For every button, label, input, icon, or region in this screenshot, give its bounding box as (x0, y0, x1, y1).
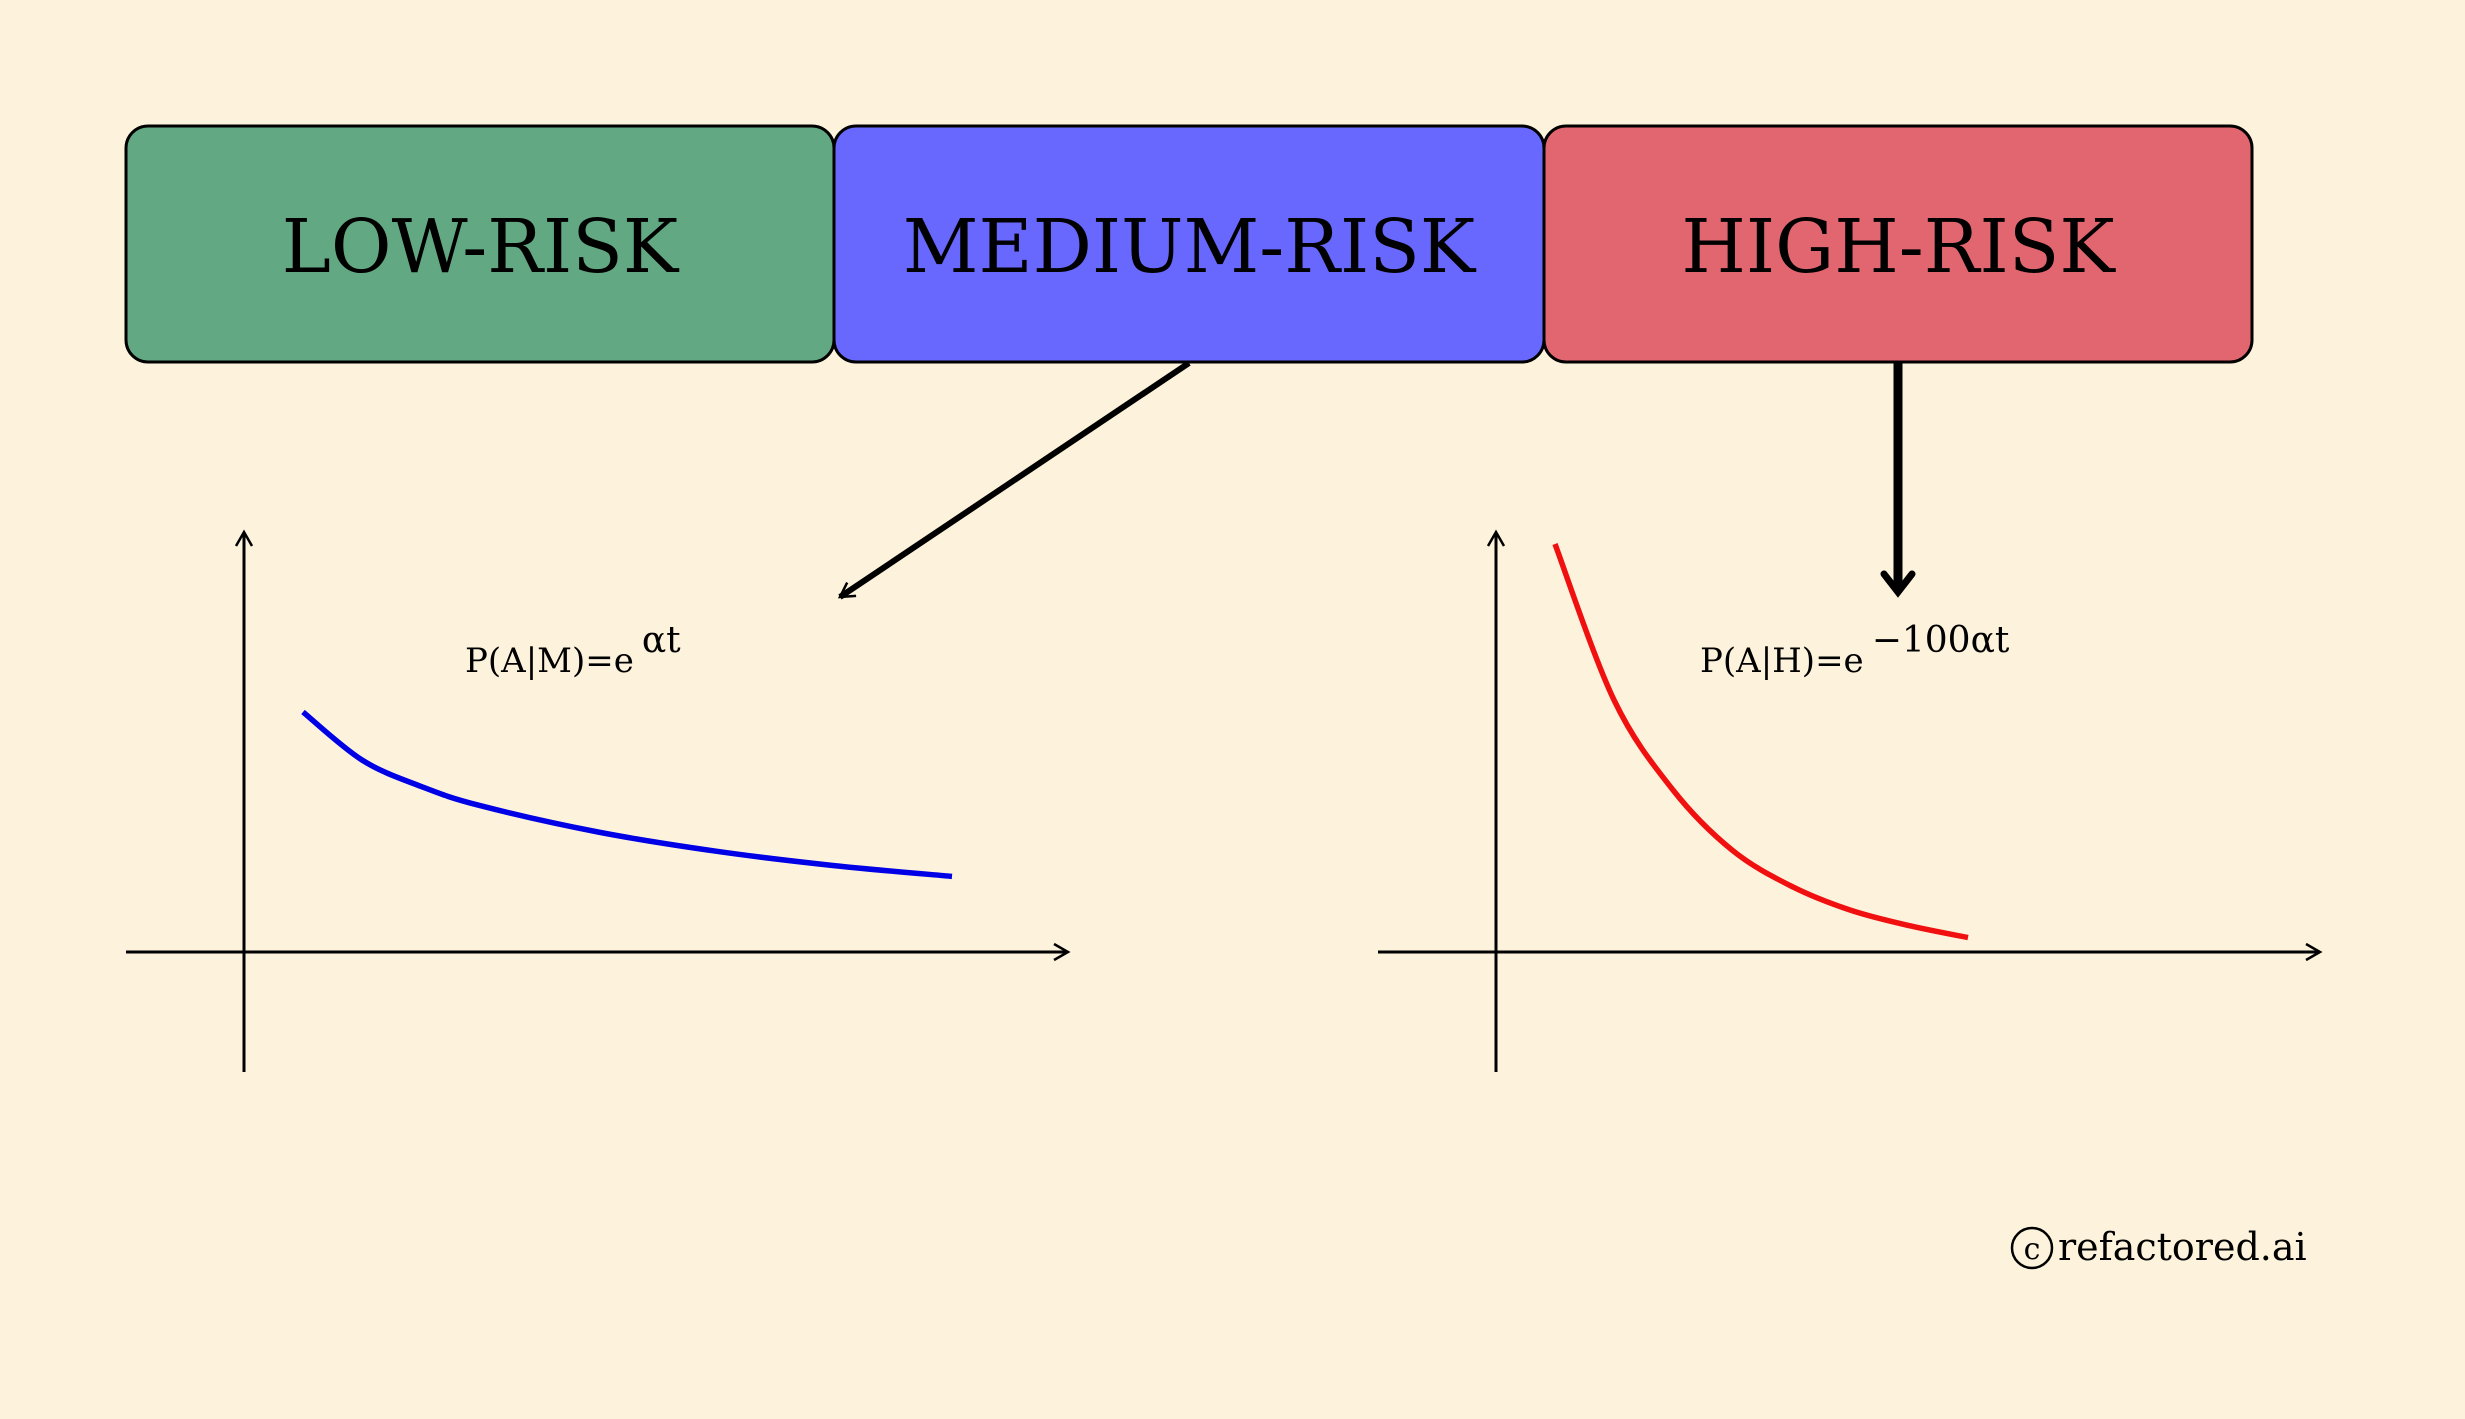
risk-box-high: HIGH-RISK (1542, 124, 2254, 364)
credit: c refactored.ai (2010, 1225, 2307, 1270)
risk-box-medium: MEDIUM-RISK (832, 124, 1546, 364)
high-chart-axes (1378, 529, 2323, 1072)
copyright-icon-letter: c (2024, 1232, 2041, 1267)
risk-box-low-label: LOW-RISK (282, 204, 680, 290)
copyright-icon (2010, 1226, 2054, 1270)
credit-text: refactored.ai (2058, 1225, 2307, 1269)
high-risk-curve (1552, 543, 1969, 941)
high-formula: P(A|H)=e−100αt (1700, 620, 2010, 681)
risk-box-medium-label: MEDIUM-RISK (903, 204, 1477, 290)
medium-formula-base: P(A|M)=e (465, 641, 634, 681)
high-formula-base: P(A|H)=e (1700, 641, 1864, 681)
risk-box-low: LOW-RISK (124, 124, 836, 364)
risk-box-high-label: HIGH-RISK (1681, 204, 2116, 290)
medium-formula-exponent: αt (642, 620, 681, 661)
medium-to-chart-arrow (837, 360, 1191, 600)
medium-chart-axes (126, 529, 1071, 1072)
high-formula-exponent: −100αt (1872, 620, 2010, 661)
medium-risk-curve (301, 709, 953, 880)
